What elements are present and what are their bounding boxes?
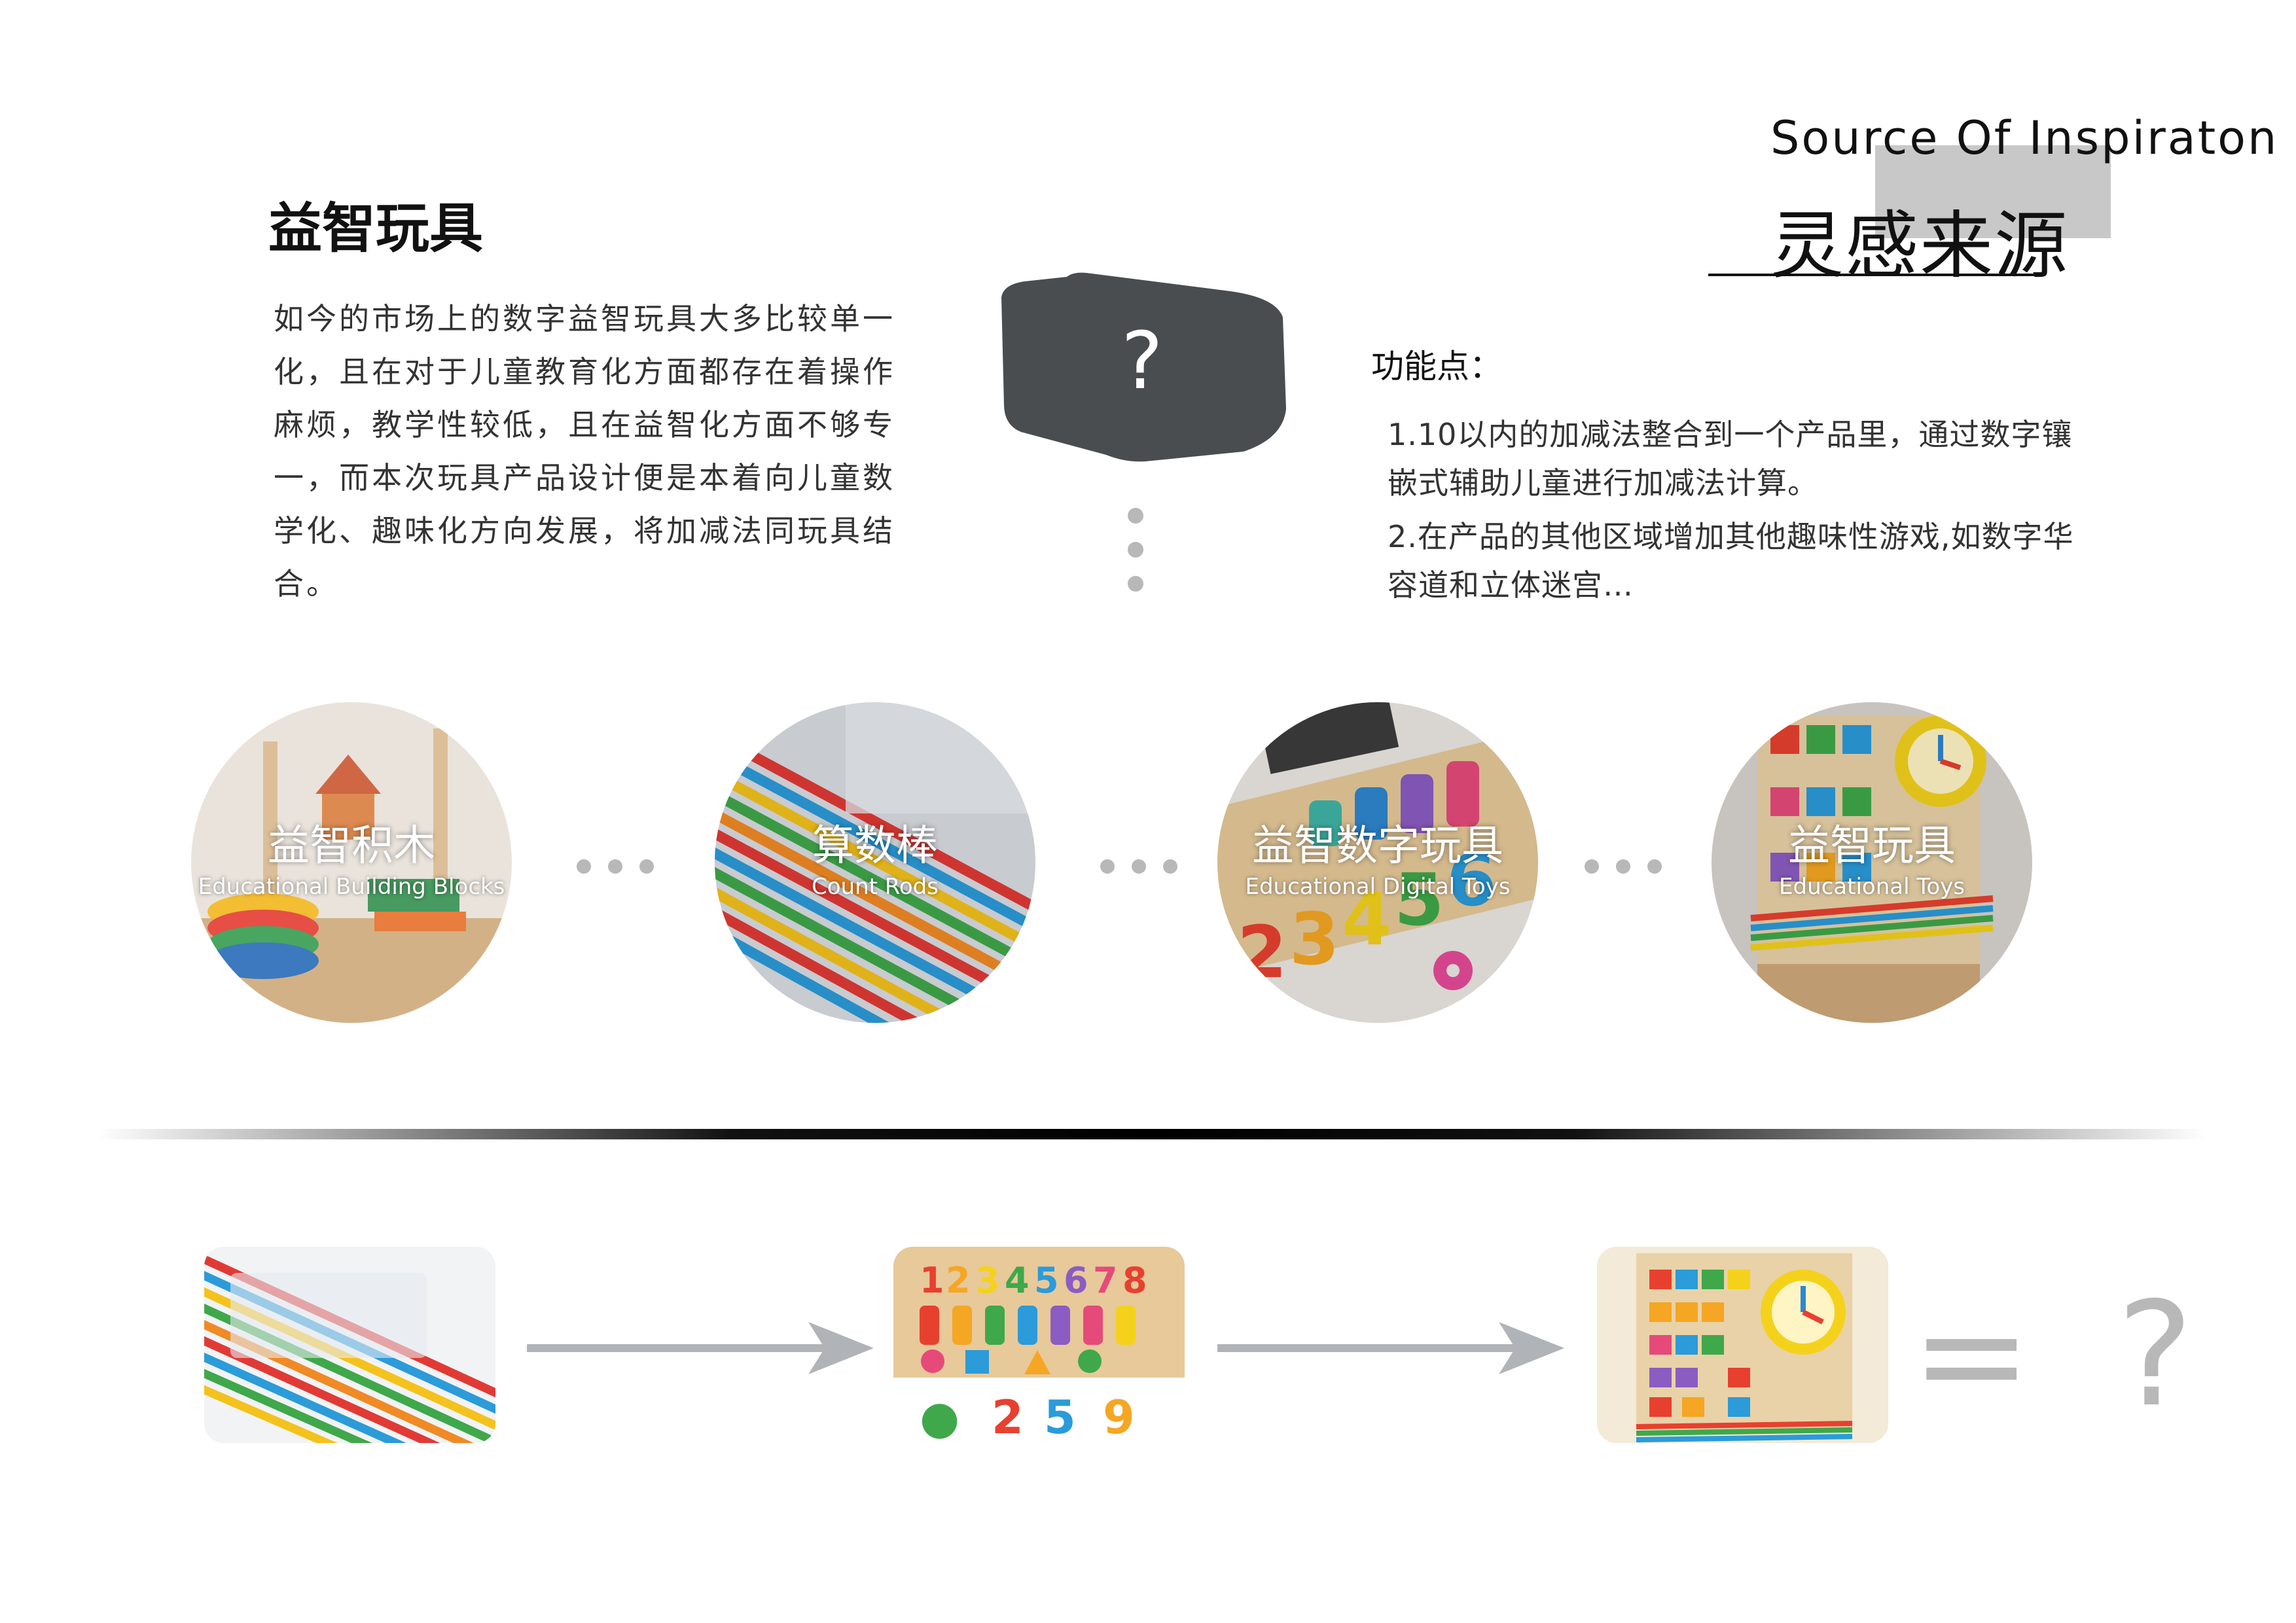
svg-text:5: 5 — [1044, 1391, 1076, 1443]
mystery-box-icon: ? — [995, 265, 1289, 474]
header-underline — [1708, 274, 2039, 276]
svg-text:6: 6 — [1064, 1260, 1088, 1301]
svg-text:2: 2 — [1237, 910, 1287, 994]
intro-description: 如今的市场上的数字益智玩具大多比较单一化，且在对于儿童教育化方面都存在着操作麻烦… — [274, 301, 895, 601]
category-name-cn: 算数棒 — [812, 822, 938, 870]
svg-text:4: 4 — [1005, 1260, 1030, 1301]
section-divider — [98, 1129, 2206, 1139]
wooden-blocks-photo — [191, 702, 512, 1023]
category-circle-count-rods: 算数棒 Count Rods — [715, 702, 1035, 1023]
features-list: 1.10以内的加减法整合到一个产品里，通过数字镶嵌式辅助儿童进行加减法计算。 2… — [1388, 410, 2094, 609]
number-puzzle-photo: 2 3 4 5 6 — [1217, 702, 1538, 1023]
svg-text:9: 9 — [1103, 1391, 1135, 1443]
svg-text:3: 3 — [1289, 897, 1340, 981]
header-chinese-title: 灵感来源 — [1770, 204, 2069, 289]
svg-text:3: 3 — [975, 1260, 1000, 1301]
svg-text:2: 2 — [946, 1260, 971, 1301]
svg-text:4: 4 — [1342, 878, 1392, 961]
svg-text:8: 8 — [1122, 1260, 1147, 1301]
horizontal-dots — [1100, 859, 1178, 874]
arrow-right-icon — [527, 1319, 874, 1378]
category-name-en: Count Rods — [812, 874, 939, 900]
svg-text:1: 1 — [920, 1260, 944, 1301]
horizontal-dots — [576, 859, 655, 874]
equation-result: = ? — [1911, 1271, 2214, 1438]
svg-text:5: 5 — [1394, 858, 1444, 942]
count-rods-image — [204, 1247, 495, 1443]
category-circle-digital-toys: 2 3 4 5 6 益智数字玩具 Educational Digital Toy… — [1217, 702, 1538, 1023]
intro-title: 益智玩具 — [268, 198, 484, 260]
category-circle-building-blocks: 益智积木 Educational Building Blocks — [191, 702, 512, 1023]
math-board-image — [1597, 1247, 1888, 1443]
header-english-title: Source Of Inspiraton — [1770, 111, 2279, 165]
arrow-right-icon — [1217, 1319, 1564, 1378]
category-name-en: Educational Building Blocks — [198, 874, 505, 900]
svg-text:5: 5 — [1034, 1260, 1059, 1301]
svg-text:7: 7 — [1093, 1260, 1118, 1301]
mystery-question-mark: ? — [1121, 316, 1163, 407]
horizontal-dots — [1584, 859, 1662, 874]
category-name-cn: 益智玩具 — [1788, 822, 1956, 870]
vertical-dots — [1127, 507, 1144, 592]
counting-rods-photo — [715, 702, 1035, 1023]
svg-text:2: 2 — [992, 1391, 1024, 1443]
features-title: 功能点： — [1371, 348, 1502, 385]
header-accent-box — [1875, 145, 2111, 238]
category-name-cn: 益智数字玩具 — [1252, 822, 1503, 870]
category-name-en: Educational Toys — [1779, 874, 1965, 900]
svg-text:●: ● — [920, 1391, 960, 1443]
category-circle-educational-toys: 益智玩具 Educational Toys — [1712, 702, 2032, 1023]
svg-text:6: 6 — [1446, 838, 1497, 922]
category-name-en: Educational Digital Toys — [1245, 874, 1511, 900]
category-name-cn: 益智积木 — [268, 822, 435, 870]
feature-item: 2.在产品的其他区域增加其他趣味性游戏,如数字华容道和立体迷宫… — [1388, 519, 2074, 603]
math-board-photo — [1712, 702, 2032, 1023]
feature-item: 1.10以内的加减法整合到一个产品里，通过数字镶嵌式辅助儿童进行加减法计算。 — [1388, 417, 2073, 501]
